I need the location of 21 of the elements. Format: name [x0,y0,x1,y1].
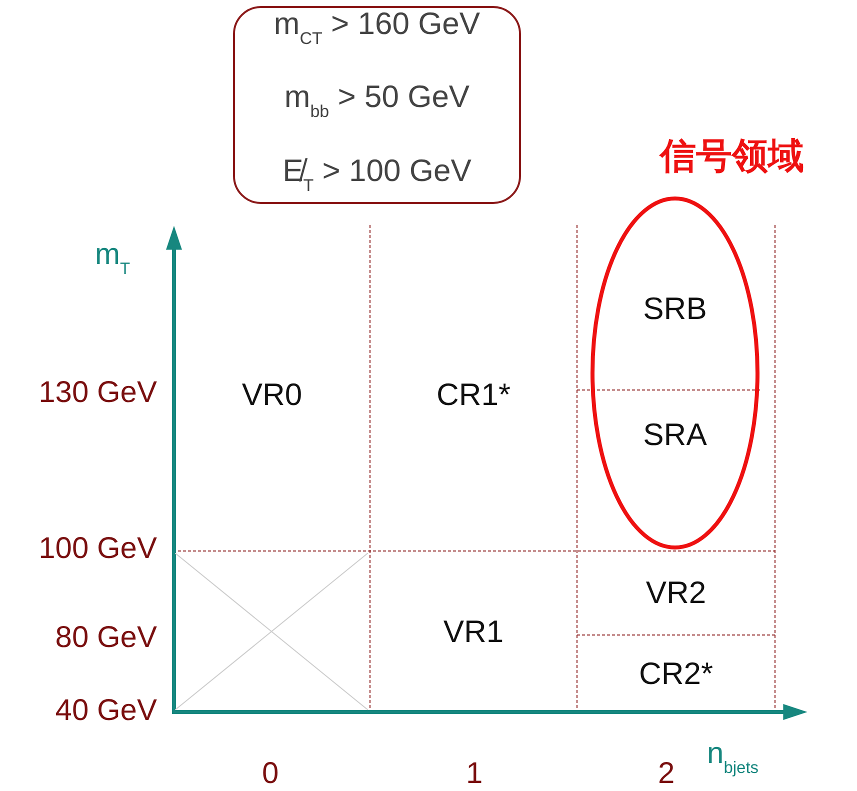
tick-label: 2 [658,757,675,791]
tick-label: 40 GeV [55,694,157,728]
tick-label: 80 GeV [55,621,157,655]
axis-title: m$_{T}$ [95,238,130,279]
tick-label: 130 GeV [38,376,157,410]
cut-condition: E̸$_{T}$ > 100 GeV [282,152,472,197]
cut-condition: m$_{bb}$ > 50 GeV [284,78,470,124]
region-label: SRA [643,417,707,453]
region-label: CR2* [638,656,714,692]
region-label: VR1 [443,614,504,650]
region-label: CR1* [436,377,511,413]
cut-condition: m$_{CT}$ > 160 GeV [274,5,480,50]
tick-label: 0 [262,757,279,791]
tick-label: 100 GeV [38,532,157,566]
cuts-box [233,6,521,204]
region-label: VR2 [646,575,706,611]
axis-title: n$_{bjets}$ [707,737,759,778]
region-label: SRB [643,291,707,327]
tick-label: 1 [466,757,483,791]
region-label: VR0 [242,377,302,413]
region-title: 信号领域 [660,134,804,178]
